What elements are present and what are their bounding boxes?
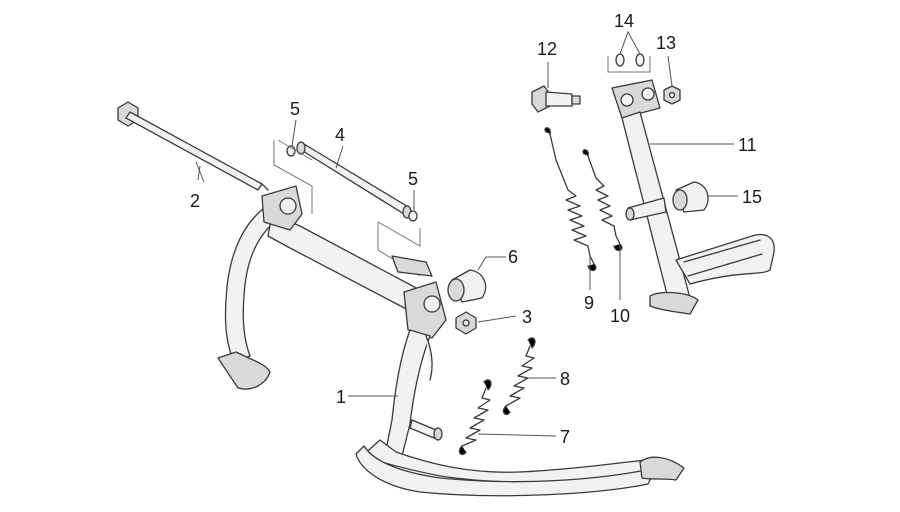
part-9-spring[interactable] [544,127,597,272]
callout-5-top: 5 [290,99,300,119]
part-3-nut[interactable] [455,311,477,335]
part-10-spring[interactable] [582,149,623,252]
part-4-spacer-tube[interactable] [296,141,412,219]
part-14-washer-left[interactable] [615,53,625,67]
callout-9: 9 [584,293,594,313]
callout-4: 4 [335,125,345,145]
part-14-washer-right[interactable] [635,53,645,67]
callout-11: 11 [738,135,757,155]
group-bracket-left [273,140,313,214]
part-5-ring-right[interactable] [408,210,418,222]
callout-8: 8 [560,369,570,389]
callout-10: 10 [610,306,630,326]
group-bracket-left-top [277,139,313,161]
callout-14: 14 [614,11,634,31]
callout-15: 15 [742,187,762,207]
part-2-pivot-bolt[interactable] [117,101,269,191]
part-6-bushing[interactable] [447,269,487,303]
callout-1: 1 [336,387,346,407]
group-bracket-14 [607,56,651,73]
part-12-bolt[interactable] [531,85,581,113]
callout-12: 12 [537,39,557,59]
callout-5-right: 5 [408,169,418,189]
leader-lines [195,30,738,437]
part-1-center-stand[interactable] [217,185,685,497]
callout-6: 6 [508,247,518,267]
part-13-nut[interactable] [663,85,681,105]
callout-13: 13 [656,33,676,53]
callout-3: 3 [522,307,532,327]
part-8-spring[interactable] [502,337,536,416]
callout-2: 2 [190,191,200,211]
part-15-bushing[interactable] [672,181,709,213]
part-7-spring[interactable] [458,379,492,456]
callout-7: 7 [560,427,570,447]
part-11-side-stand[interactable] [611,79,775,315]
group-bracket-right-top [377,221,421,247]
